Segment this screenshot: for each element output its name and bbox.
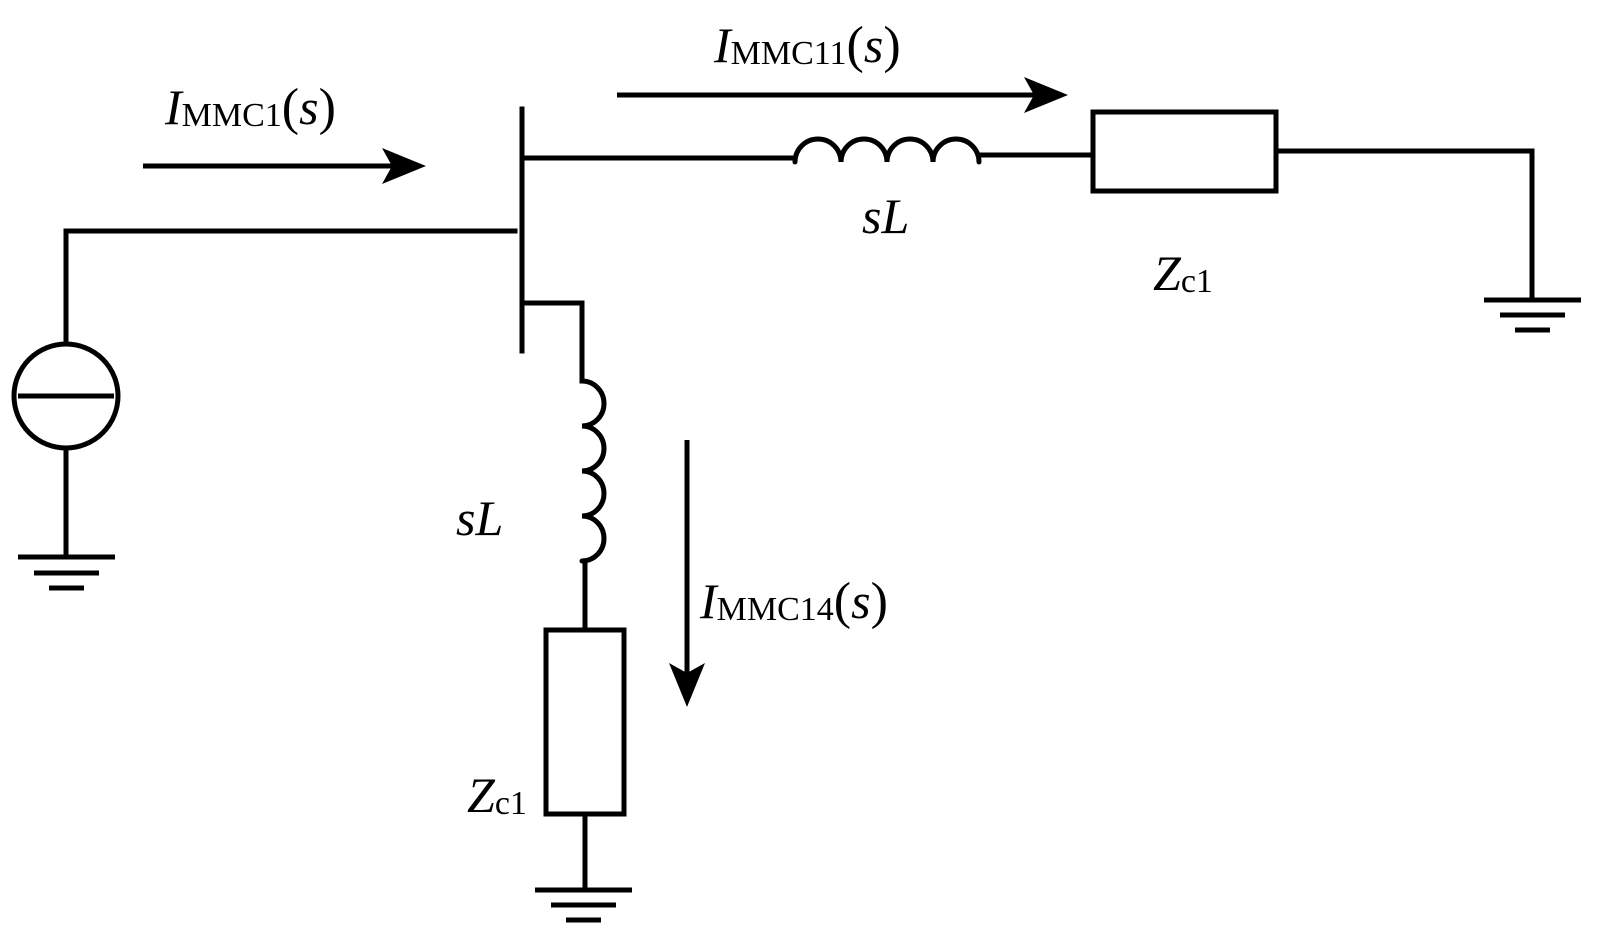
horizontal-branch (519, 109, 1535, 302)
arrow-i-mmc1 (143, 148, 426, 184)
ground-symbol-left (18, 554, 115, 591)
arrow-i-mmc14 (669, 440, 705, 707)
current-source (11, 228, 518, 560)
ground-symbol-right (1484, 297, 1581, 333)
label-impedance-vertical: Zc1 (467, 767, 527, 823)
label-i-mmc1: IMMC1(s) (164, 79, 336, 136)
label-inductor-vertical: sL (456, 490, 503, 546)
inductor-horizontal (792, 136, 982, 165)
arrow-i-mmc11 (617, 77, 1068, 113)
vertical-branch (519, 300, 627, 892)
label-inductor-horizontal: sL (862, 188, 909, 244)
impedance-horizontal (1090, 109, 1279, 194)
label-i-mmc11: IMMC11(s) (713, 17, 901, 74)
label-i-mmc14: IMMC14(s) (699, 573, 888, 630)
ground-symbol-bottom (535, 887, 632, 923)
label-impedance-horizontal: Zc1 (1153, 245, 1213, 301)
inductor-vertical (579, 378, 607, 564)
impedance-vertical (543, 627, 627, 817)
